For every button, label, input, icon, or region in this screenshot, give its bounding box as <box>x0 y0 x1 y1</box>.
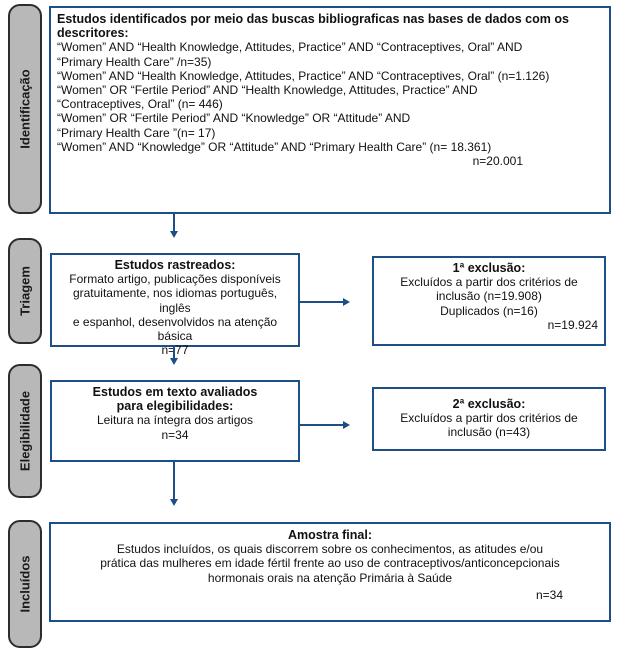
arrow-right-2-head <box>343 421 350 429</box>
exclusion1-title: 1ª exclusão: <box>452 261 526 275</box>
identification-line: “Women” AND “Health Knowledge, Attitudes… <box>57 68 550 83</box>
final-title: Amostra final: <box>287 528 373 542</box>
exclusion2-title: 2ª exclusão: <box>452 397 526 411</box>
identification-line: “Women” OR “Fertile Period” AND “Knowled… <box>57 111 411 126</box>
final-box: Amostra final: Estudos incluídos, os qua… <box>49 522 611 622</box>
screening-total: n=77 <box>161 343 189 358</box>
exclusion2-line: Excluídos a partir dos critérios de <box>400 411 578 426</box>
final-line: Estudos incluídos, os quais discorrem so… <box>116 542 544 557</box>
arrow-down-3-head <box>170 499 178 506</box>
exclusion1-line: Duplicados (n=16) <box>440 303 538 318</box>
phase-incluidos: Incluídos <box>8 520 42 648</box>
exclusion2-line: inclusão (n=43) <box>447 425 531 440</box>
arrow-down-3 <box>173 462 175 500</box>
arrow-right-1 <box>300 301 344 303</box>
eligibility-total: n=34 <box>161 427 189 442</box>
final-total: n=34 <box>535 587 563 602</box>
identification-line: “Women” AND “Health Knowledge, Attitudes… <box>57 40 523 55</box>
screening-line: Formato artigo, publicações disponíveis <box>69 272 281 287</box>
eligibility-title: Estudos em texto avaliados <box>92 385 258 399</box>
arrow-down-1 <box>173 214 175 232</box>
eligibility-title: para elegibilidades: <box>116 399 234 414</box>
exclusion1-line: Excluídos a partir dos critérios de <box>400 275 578 290</box>
phase-elegibilidade: Elegibilidade <box>8 364 42 498</box>
arrow-down-1-head <box>170 231 178 238</box>
screening-line: e espanhol, desenvolvidos na atenção bás… <box>72 314 278 344</box>
screening-box: Estudos rastreados: Formato artigo, publ… <box>50 253 300 357</box>
screening-title: Estudos rastreados: <box>114 258 236 272</box>
screening-line: gratuitamente, nos idiomas português, in… <box>72 286 278 315</box>
exclusion1-box: 1ª exclusão: Excluídos a partir dos crit… <box>372 256 606 346</box>
arrow-right-2 <box>300 424 344 426</box>
phase-triagem: Triagem <box>8 238 42 344</box>
identification-total: n=20.001 <box>472 154 523 169</box>
exclusion1-total: n=19.924 <box>547 317 598 332</box>
identification-box: Estudos identificados por meio das busca… <box>49 6 611 214</box>
identification-line: “Women” AND “Knowledge” OR “Attitude” AN… <box>57 139 492 154</box>
eligibility-box: Estudos em texto avaliados para elegibil… <box>50 380 300 462</box>
exclusion2-box: 2ª exclusão: Excluídos a partir dos crit… <box>372 387 606 451</box>
identification-line: “Women” OR “Fertile Period” AND “Health … <box>57 83 478 98</box>
phase-elegibilidade-label: Elegibilidade <box>17 390 33 472</box>
phase-identificacao: Identificação <box>8 4 42 214</box>
phase-incluidos-label: Incluídos <box>17 555 33 613</box>
final-line: prática das mulheres em idade fértil fre… <box>100 556 560 571</box>
arrow-down-2-head <box>170 358 178 365</box>
identification-line: “Primary Health Care” /n=35) <box>57 54 212 69</box>
arrow-down-2 <box>173 347 175 359</box>
exclusion1-line: inclusão (n=19.908) <box>436 289 542 304</box>
identification-line: “Primary Health Care ”(n= 17) <box>57 125 216 140</box>
eligibility-line: Leitura na íntegra dos artigos <box>96 413 254 428</box>
phase-triagem-label: Triagem <box>17 266 33 316</box>
identification-line: “Contraceptives, Oral” (n= 446) <box>57 97 223 112</box>
final-line: hormonais orais na atenção Primária à Sa… <box>207 570 453 585</box>
phase-identificacao-label: Identificação <box>17 69 33 149</box>
identification-title: Estudos identificados por meio das busca… <box>57 12 569 41</box>
arrow-right-1-head <box>343 298 350 306</box>
